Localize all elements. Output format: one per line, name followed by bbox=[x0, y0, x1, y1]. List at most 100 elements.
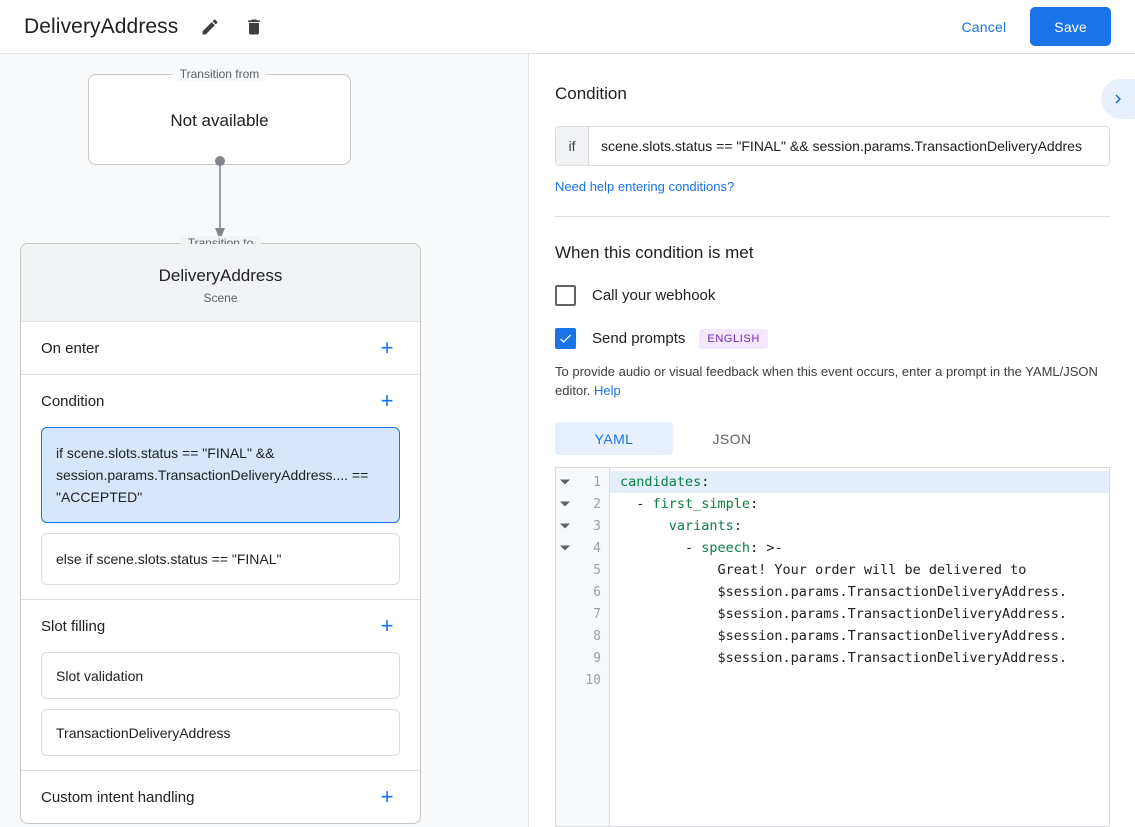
send-prompts-checkbox[interactable] bbox=[555, 328, 576, 349]
condition-section-title: Condition bbox=[555, 84, 627, 103]
code-token: : bbox=[750, 496, 759, 512]
editor-code-line: candidates: bbox=[610, 471, 1109, 493]
when-met-section: When this condition is met Call your web… bbox=[530, 217, 1135, 827]
app-header: DeliveryAddress Cancel Save bbox=[0, 0, 1135, 54]
code-token: Great! Your order will be delivered to bbox=[620, 562, 1027, 578]
fold-arrow-icon[interactable] bbox=[560, 523, 570, 529]
prompts-hint-text: To provide audio or visual feedback when… bbox=[555, 362, 1110, 400]
slot-list-item[interactable]: Slot validation bbox=[41, 652, 400, 699]
slot-list-item[interactable]: TransactionDeliveryAddress bbox=[41, 709, 400, 756]
fold-arrow-icon[interactable] bbox=[560, 545, 570, 551]
scene-type: Scene bbox=[203, 291, 238, 305]
send-prompts-row[interactable]: Send prompts ENGLISH bbox=[555, 328, 1110, 349]
code-token: speech bbox=[701, 540, 751, 556]
editor-gutter-row: 9 bbox=[556, 647, 609, 669]
code-token: : bbox=[701, 474, 710, 490]
tab-yaml[interactable]: YAML bbox=[555, 422, 673, 455]
code-token: - bbox=[620, 540, 702, 556]
editor-line-number: 8 bbox=[593, 628, 601, 644]
pencil-icon bbox=[202, 18, 218, 34]
editor-gutter-row: 7 bbox=[556, 603, 609, 625]
fold-arrow-icon[interactable] bbox=[560, 479, 570, 485]
code-token: $session.params.TransactionDeliveryAddre… bbox=[620, 584, 1068, 600]
editor-line-number: 2 bbox=[593, 496, 601, 512]
code-token: $session.params.TransactionDeliveryAddre… bbox=[620, 606, 1068, 622]
code-token: $session.params.TransactionDeliveryAddre… bbox=[620, 628, 1068, 644]
editor-line-number: 3 bbox=[593, 518, 601, 534]
add-condition-button[interactable]: + bbox=[380, 388, 394, 413]
section-header-condition[interactable]: Condition + bbox=[21, 375, 420, 427]
editor-code-area[interactable]: candidates: - first_simple: variants: - … bbox=[610, 468, 1109, 826]
condition-list-item[interactable]: else if scene.slots.status == "FINAL" bbox=[41, 533, 400, 585]
edit-name-button[interactable] bbox=[192, 9, 228, 45]
editor-line-number: 4 bbox=[593, 540, 601, 556]
section-title-slot-filling: Slot filling bbox=[41, 617, 106, 635]
condition-detail-panel: Condition if Need help entering conditio… bbox=[530, 54, 1135, 827]
code-token bbox=[620, 518, 669, 534]
scene-graph-panel: Transition from Not available Transition… bbox=[0, 54, 529, 827]
code-token: first_simple bbox=[652, 496, 751, 512]
add-on-enter-button[interactable]: + bbox=[380, 335, 394, 360]
editor-line-number: 10 bbox=[585, 672, 601, 688]
section-title-on-enter: On enter bbox=[41, 339, 100, 357]
condition-list-item[interactable]: if scene.slots.status == "FINAL" && sess… bbox=[41, 427, 400, 523]
editor-line-number: 6 bbox=[593, 584, 601, 600]
slot-filling-list: Slot validation TransactionDeliveryAddre… bbox=[21, 652, 420, 770]
editor-code-line: variants: bbox=[610, 515, 1109, 537]
editor-code-line: - speech: >- bbox=[610, 537, 1109, 559]
editor-line-number: 1 bbox=[593, 474, 601, 490]
transition-connector-arrow bbox=[215, 156, 225, 240]
fold-arrow-icon[interactable] bbox=[560, 501, 570, 507]
webhook-checkbox-row[interactable]: Call your webhook bbox=[555, 285, 1110, 306]
code-token: variants bbox=[668, 518, 734, 534]
section-title-custom-intent-handling: Custom intent handling bbox=[41, 788, 195, 806]
cancel-button[interactable]: Cancel bbox=[948, 10, 1021, 44]
section-custom-intent-handling: Custom intent handling + bbox=[21, 771, 420, 823]
editor-gutter: 1 2 3 4 5 6 7 8 9 10 bbox=[556, 468, 610, 826]
editor-code-line: Great! Your order will be delivered to bbox=[610, 559, 1109, 581]
call-webhook-checkbox[interactable] bbox=[555, 285, 576, 306]
when-met-title: When this condition is met bbox=[555, 243, 754, 262]
section-on-enter: On enter + bbox=[21, 322, 420, 375]
code-token: : >- bbox=[750, 540, 783, 556]
editor-code-line: $session.params.TransactionDeliveryAddre… bbox=[610, 603, 1109, 625]
section-header-slot-filling[interactable]: Slot filling + bbox=[21, 600, 420, 652]
code-token: $session.params.TransactionDeliveryAddre… bbox=[620, 650, 1068, 666]
checkmark-icon bbox=[560, 334, 572, 343]
section-header-custom-intent-handling[interactable]: Custom intent handling + bbox=[21, 771, 420, 823]
transition-to-card: Transition to DeliveryAddress Scene On e… bbox=[20, 236, 421, 824]
delete-button[interactable] bbox=[236, 9, 272, 45]
scene-header[interactable]: DeliveryAddress Scene bbox=[21, 244, 420, 322]
editor-code-line: - first_simple: bbox=[610, 493, 1109, 515]
editor-code-line: $session.params.TransactionDeliveryAddre… bbox=[610, 647, 1109, 669]
page-title: DeliveryAddress bbox=[24, 14, 179, 38]
condition-input-row: if bbox=[555, 126, 1110, 166]
condition-if-prefix: if bbox=[556, 127, 589, 165]
section-slot-filling: Slot filling + Slot validation Transacti… bbox=[21, 600, 420, 771]
editor-gutter-row: 8 bbox=[556, 625, 609, 647]
expand-panel-button[interactable] bbox=[1101, 79, 1135, 119]
condition-help-link[interactable]: Need help entering conditions? bbox=[555, 179, 735, 194]
tab-json[interactable]: JSON bbox=[712, 430, 752, 447]
add-custom-intent-button[interactable]: + bbox=[380, 784, 394, 809]
trash-icon bbox=[248, 19, 261, 34]
editor-line-number: 9 bbox=[593, 650, 601, 666]
editor-line-number: 5 bbox=[593, 562, 601, 578]
section-title-condition: Condition bbox=[41, 392, 105, 410]
code-token: candidates bbox=[620, 474, 702, 490]
prompts-help-link[interactable]: Help bbox=[594, 383, 621, 398]
add-slot-filling-button[interactable]: + bbox=[380, 613, 394, 638]
prompts-hint-body: To provide audio or visual feedback when… bbox=[555, 364, 1098, 398]
editor-code-line: $session.params.TransactionDeliveryAddre… bbox=[610, 625, 1109, 647]
section-header-on-enter[interactable]: On enter + bbox=[21, 322, 420, 374]
save-button[interactable]: Save bbox=[1030, 7, 1111, 46]
section-divider bbox=[555, 216, 1110, 217]
condition-section: Condition if Need help entering conditio… bbox=[530, 54, 1135, 217]
code-token: - bbox=[620, 496, 653, 512]
section-condition: Condition + if scene.slots.status == "FI… bbox=[21, 375, 420, 600]
editor-gutter-row: 10 bbox=[556, 669, 609, 691]
transition-from-card[interactable]: Transition from Not available bbox=[88, 67, 351, 165]
code-token: : bbox=[733, 518, 742, 534]
condition-expression-input[interactable] bbox=[589, 127, 1109, 165]
